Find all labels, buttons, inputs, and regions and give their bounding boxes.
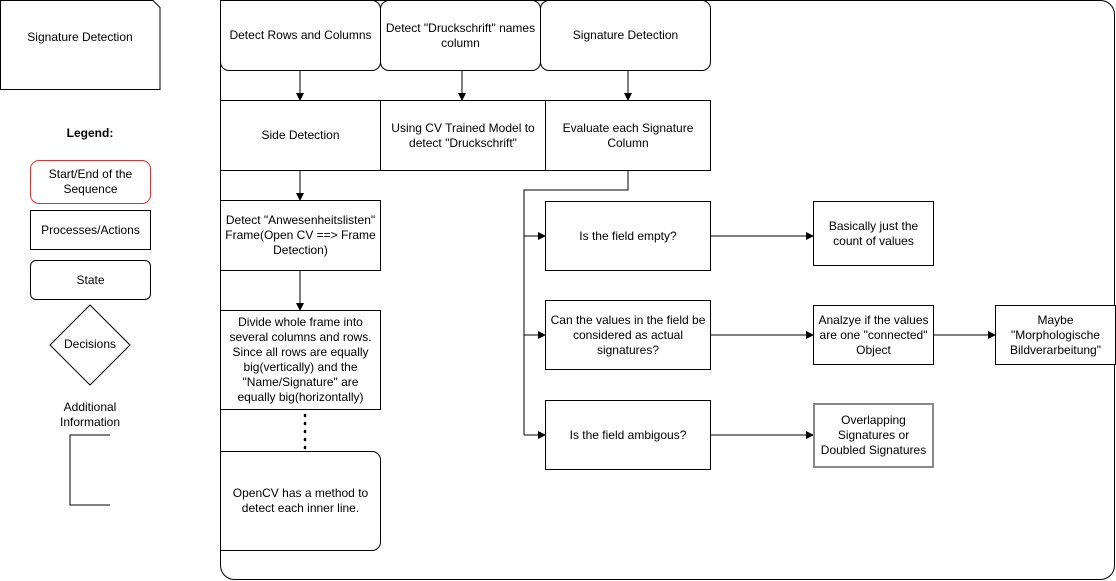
node-detect-rows-cols: Detect Rows and Columns: [220, 0, 381, 71]
node-count-values: Basically just the count of values: [813, 201, 934, 266]
branch-trunk: [523, 170, 629, 435]
node-cv-model: Using CV Trained Model to detect "Drucks…: [380, 100, 546, 171]
decision-diamond-shape: [49, 304, 131, 386]
legend-heading: Legend:: [66, 126, 114, 140]
node-side-detection: Side Detection: [220, 100, 381, 171]
legend-start-end: Start/End of the Sequence: [30, 160, 151, 204]
legend-decisions-label: Decisions: [63, 337, 117, 351]
node-detect-frame: Detect "Anwesenheitslisten" Frame(Open C…: [220, 200, 381, 271]
node-opencv-note: OpenCV has a method to detect each inner…: [220, 451, 381, 551]
node-actual-signatures: Can the values in the field be considere…: [545, 300, 711, 370]
additional-bracket-shape: [69, 434, 110, 506]
legend-state: State: [30, 260, 151, 300]
legend-additional: Additional Information: [59, 400, 121, 429]
node-divide-frame: Divide whole frame into several columns …: [220, 310, 381, 410]
node-evaluate-signature: Evaluate each Signature Column: [545, 100, 711, 171]
node-connected-object: Analzye if the values are one "connected…: [813, 305, 934, 365]
title-note-shape: [0, 0, 161, 90]
node-field-ambiguous: Is the field ambigous?: [545, 400, 711, 470]
node-morphologische: Maybe "Morphologische Bildverarbeitung": [995, 305, 1116, 365]
node-signature-detection: Signature Detection: [540, 0, 711, 71]
node-field-empty: Is the field empty?: [545, 201, 711, 271]
legend-title: Signature Detection: [27, 30, 133, 44]
node-overlapping: Overlapping Signatures or Doubled Signat…: [813, 403, 934, 468]
legend-processes: Processes/Actions: [30, 210, 151, 250]
node-detect-druckschrift: Detect "Druckschrift" names column: [380, 0, 541, 71]
